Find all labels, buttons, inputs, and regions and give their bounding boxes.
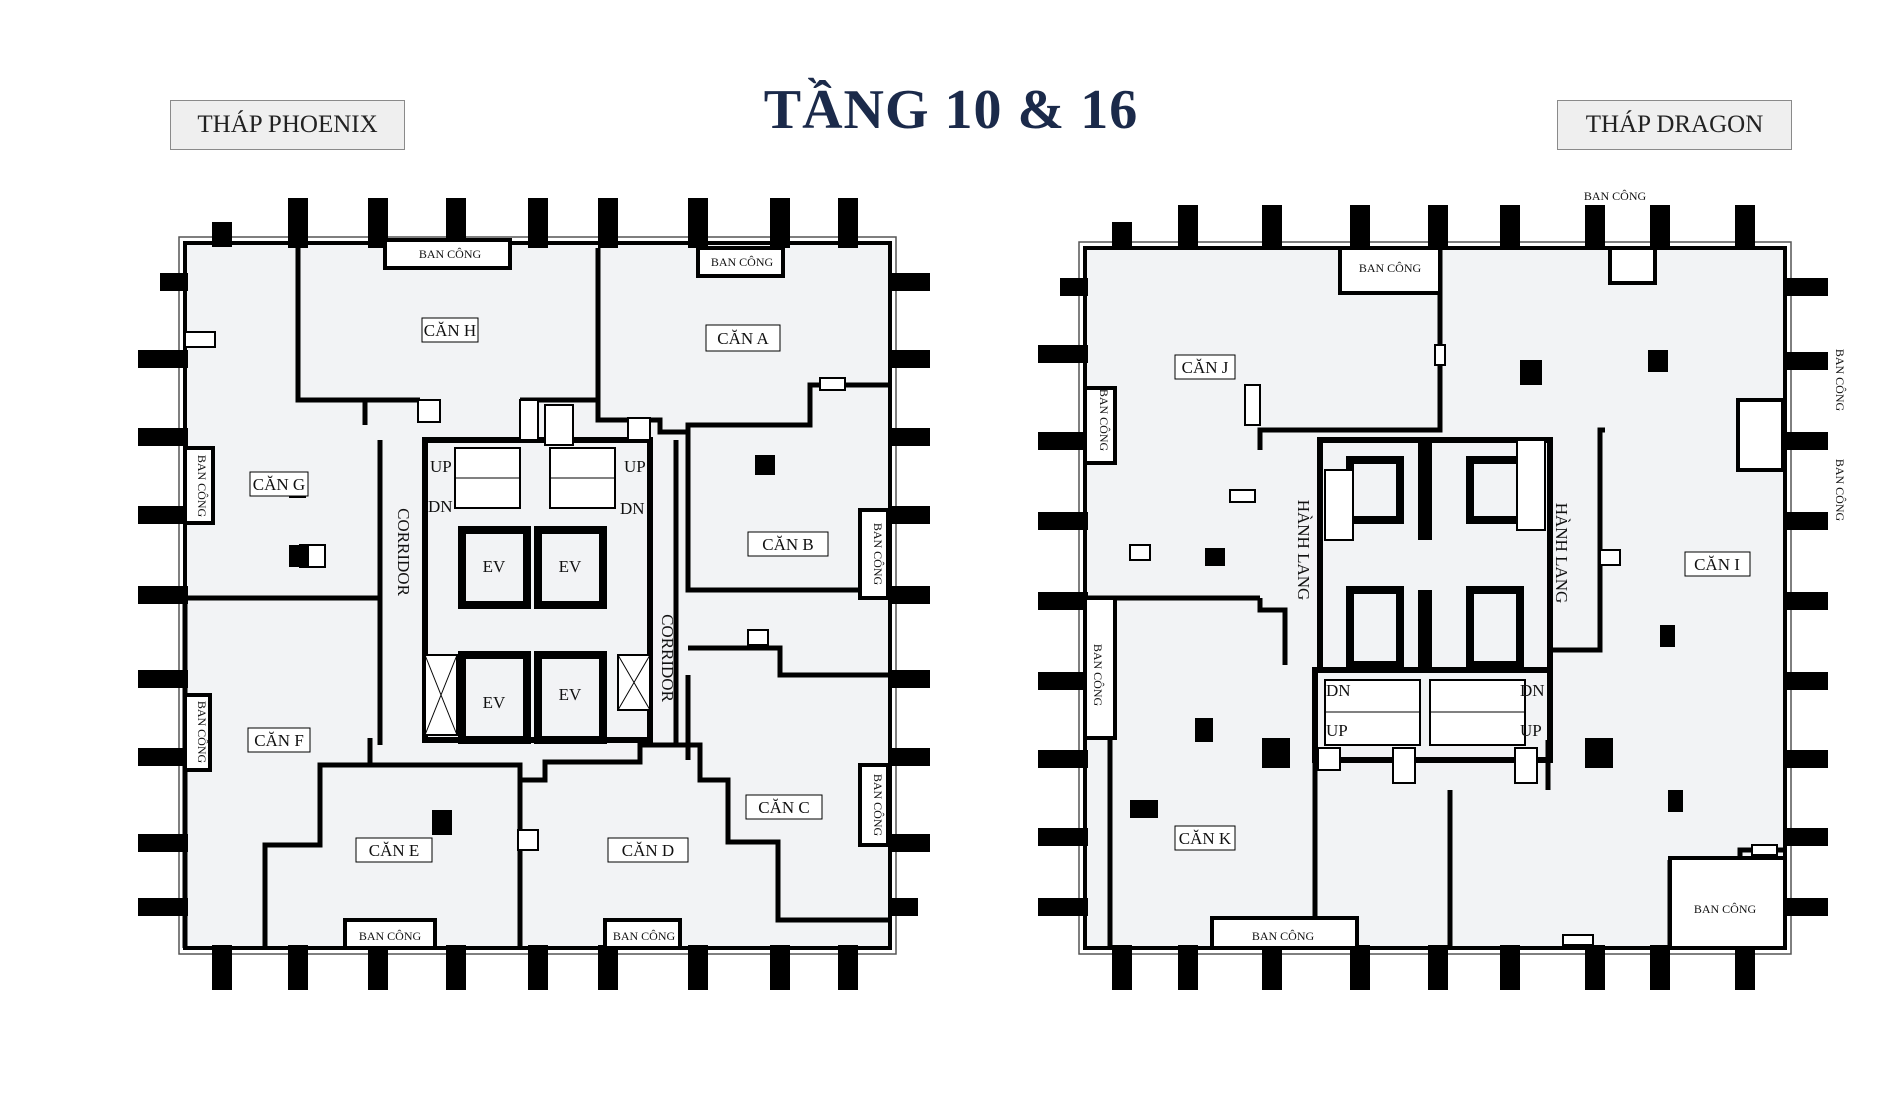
unit-label-h: CĂN H xyxy=(424,321,476,340)
unit-label-f: CĂN F xyxy=(254,731,304,750)
hallway-label: HÀNH LANG xyxy=(1552,503,1571,604)
balcony-label: BAN CÔNG xyxy=(1833,459,1847,522)
tower-label-phoenix: THÁP PHOENIX xyxy=(170,100,405,150)
stair-up-label: UP xyxy=(430,457,452,476)
balcony-label: BAN CÔNG xyxy=(1584,189,1647,203)
unit-label-j: CĂN J xyxy=(1182,358,1229,377)
stair-up-label: UP xyxy=(1326,721,1348,740)
hallway-label: HÀNH LANG xyxy=(1294,500,1313,601)
dragon-plan xyxy=(1038,205,1828,990)
phoenix-plan xyxy=(138,198,930,990)
balcony-label: BAN CÔNG xyxy=(419,247,482,261)
unit-label-e: CĂN E xyxy=(369,841,420,860)
balcony-label: BAN CÔNG xyxy=(1091,644,1105,707)
balcony-label: BAN CÔNG xyxy=(195,701,209,764)
ev-label: EV xyxy=(559,557,582,576)
ev-label: EV xyxy=(559,685,582,704)
corridor-label: CORRIDOR xyxy=(658,614,677,703)
balcony-label: BAN CÔNG xyxy=(195,455,209,518)
phoenix-balconies xyxy=(183,238,890,950)
balcony-label: BAN CÔNG xyxy=(1833,349,1847,412)
stair-down-label: DN xyxy=(428,497,453,516)
dragon-labels: CĂN J CĂN I CĂN K BAN CÔNG BAN CÔNG BAN … xyxy=(1091,189,1847,943)
balcony-label: BAN CÔNG xyxy=(711,255,774,269)
balcony-label: BAN CÔNG xyxy=(1252,929,1315,943)
stair-up-label: UP xyxy=(1520,721,1542,740)
phoenix-core xyxy=(422,437,653,744)
stair-down-label: DN xyxy=(1520,681,1545,700)
dragon-shafts xyxy=(1129,344,1778,946)
page-title: TẦNG 10 & 16 xyxy=(763,79,1139,141)
balcony-label: BAN CÔNG xyxy=(613,929,676,943)
stair-up-label: UP xyxy=(624,457,646,476)
phoenix-labels: CĂN H CĂN A CĂN G CĂN B CĂN F CĂN C CĂN … xyxy=(195,247,885,943)
stair-down-label: DN xyxy=(1326,681,1351,700)
ev-label: EV xyxy=(483,693,506,712)
phoenix-walls xyxy=(182,248,888,948)
phoenix-columns xyxy=(138,198,930,990)
balcony-label: BAN CÔNG xyxy=(1097,389,1111,452)
dragon-core xyxy=(1312,437,1553,763)
dragon-columns xyxy=(1038,205,1828,990)
dragon-ducts xyxy=(1130,350,1683,818)
unit-label-d: CĂN D xyxy=(622,841,674,860)
unit-label-c: CĂN C xyxy=(758,798,809,817)
ev-label: EV xyxy=(483,557,506,576)
unit-label-i: CĂN I xyxy=(1694,555,1740,574)
corridor-label: CORRIDOR xyxy=(394,508,413,597)
dragon-balconies xyxy=(1083,246,1787,950)
stair-down-label: DN xyxy=(620,499,645,518)
unit-label-b: CĂN B xyxy=(762,535,813,554)
phoenix-ducts xyxy=(289,455,775,835)
tower-label-dragon: THÁP DRAGON xyxy=(1557,100,1792,150)
unit-label-a: CĂN A xyxy=(717,329,769,348)
balcony-label: BAN CÔNG xyxy=(871,774,885,837)
balcony-label: BAN CÔNG xyxy=(359,929,422,943)
balcony-label: BAN CÔNG xyxy=(871,523,885,586)
balcony-label: BAN CÔNG xyxy=(1359,261,1422,275)
unit-label-g: CĂN G xyxy=(253,475,305,494)
balcony-label: BAN CÔNG xyxy=(1694,902,1757,916)
unit-label-k: CĂN K xyxy=(1179,829,1232,848)
